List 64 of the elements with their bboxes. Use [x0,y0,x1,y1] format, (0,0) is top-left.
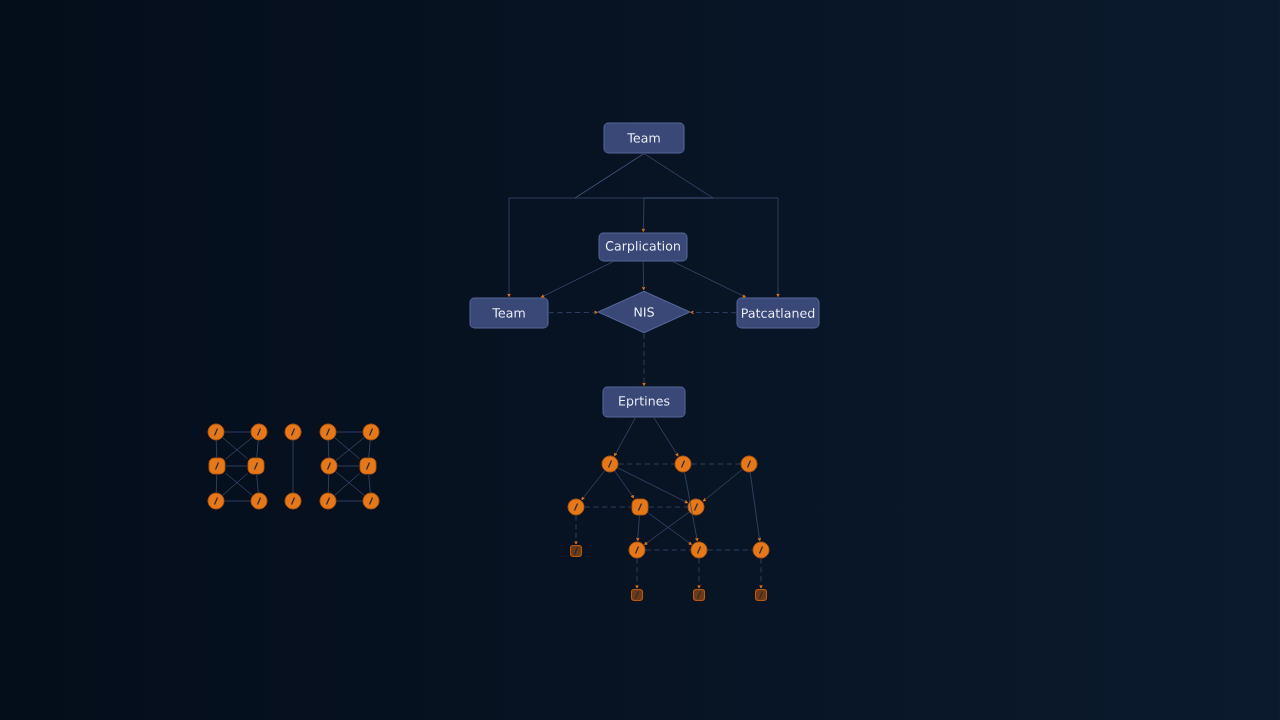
connector-line [368,474,371,493]
circle-node [284,423,302,441]
arrow [617,467,689,504]
circle-node [207,492,225,510]
arrow [684,471,699,542]
connector-line [368,440,371,458]
circle-node [687,498,705,516]
circle-node [319,492,337,510]
arrow [636,515,640,542]
circle-node [207,423,225,441]
square-node [631,498,649,516]
circle-node [752,541,770,559]
connector-line [221,473,248,496]
circle-node [320,457,338,475]
circle-node [601,455,619,473]
arrow [548,310,598,314]
arrow [581,470,606,501]
circle-node [284,492,302,510]
arrow [690,310,737,314]
square-node [693,589,706,602]
circle-node [690,541,708,559]
connector-line [256,440,259,458]
arrow [614,417,636,457]
arrow [672,261,746,298]
connector-line [335,436,365,462]
connector-line [334,437,360,460]
connector-line [333,473,360,496]
arrow [614,470,634,499]
square-node [208,457,226,475]
circle-node [674,455,692,473]
connector-line [215,474,218,493]
connector-line [327,440,330,458]
arrow [507,153,645,297]
process-box: Patcatlaned [736,297,820,329]
arrow [642,261,646,291]
circle-node [250,492,268,510]
arrow [540,261,614,298]
square-node [359,457,377,475]
connector-line [256,474,259,493]
square-node [631,589,644,602]
arrow [643,153,780,297]
arrow [749,471,761,542]
arrow [702,468,743,502]
connector-line [215,440,218,458]
circle-node [250,423,268,441]
process-box: Team [603,122,685,154]
connector-line [335,471,365,496]
circle-node [567,498,585,516]
process-box: Team [469,297,549,329]
connector-line [225,436,253,460]
circle-node [362,492,380,510]
circle-node [740,455,758,473]
connector-line [225,472,253,496]
connector-line [222,437,248,460]
square-node [247,457,265,475]
square-node [570,545,583,558]
connector-line [327,474,330,493]
process-box: Eprtines [602,386,686,418]
arrow [653,417,679,457]
square-node [755,589,768,602]
circle-node [319,423,337,441]
circle-node [362,423,380,441]
circle-node [628,541,646,559]
process-box: Carplication [598,232,688,262]
